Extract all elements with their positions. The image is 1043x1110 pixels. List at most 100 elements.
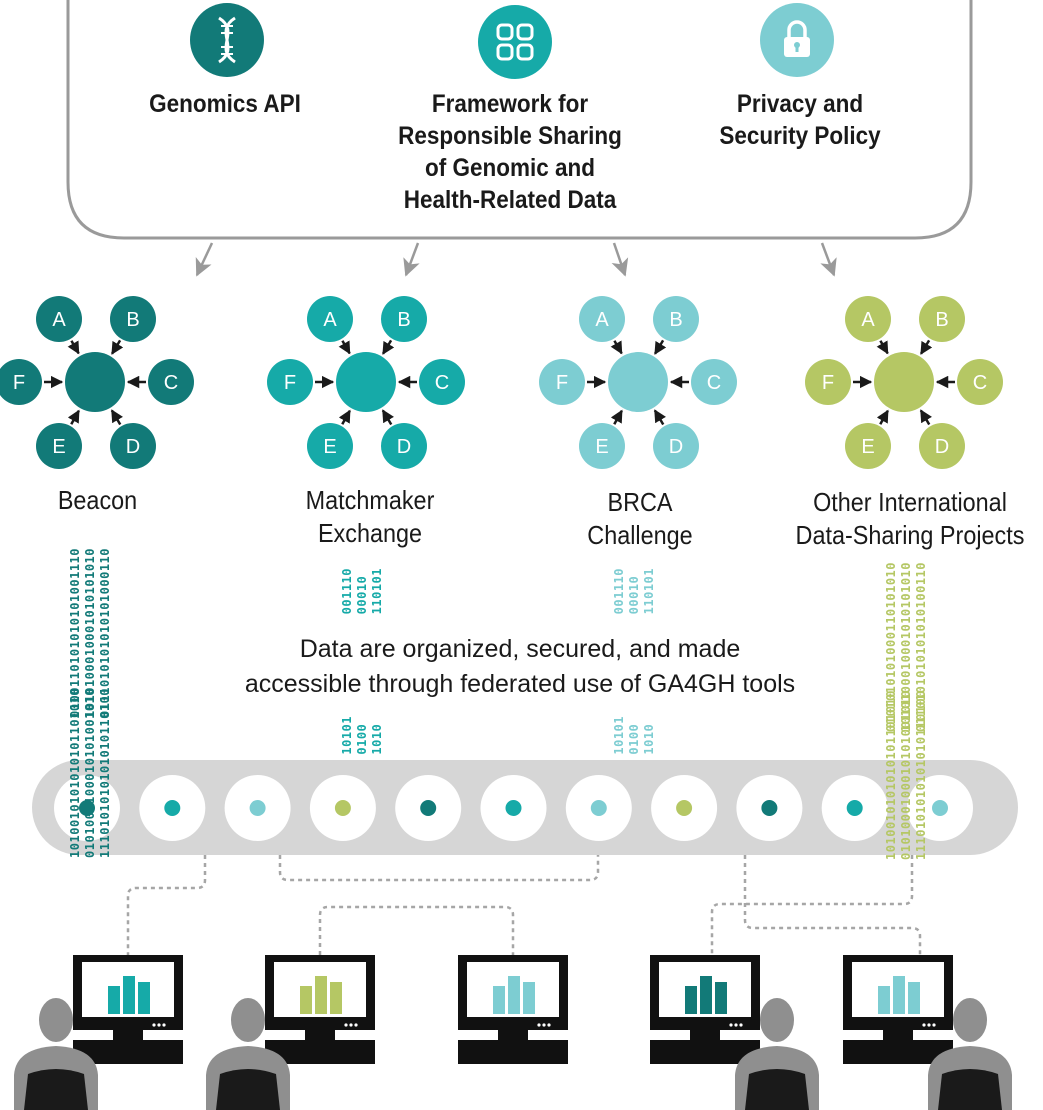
bar — [493, 986, 505, 1014]
edge-arrow — [67, 340, 80, 355]
arrow-to-project — [611, 242, 629, 277]
user-silhouette — [206, 998, 290, 1110]
site-node — [845, 296, 891, 342]
bar — [715, 982, 727, 1014]
workstation — [650, 955, 760, 1064]
bar — [138, 982, 150, 1014]
edge-arrow — [919, 339, 933, 355]
site-node — [36, 296, 82, 342]
monitor-neck — [305, 1030, 335, 1040]
site-node-label: A — [323, 309, 337, 331]
site-node-label: F — [556, 372, 568, 394]
site-node-label: B — [669, 309, 682, 331]
site-node-label: C — [707, 372, 721, 394]
site-node — [419, 359, 465, 405]
network-link — [710, 855, 914, 955]
user-silhouette — [735, 998, 819, 1110]
bar — [330, 982, 342, 1014]
site-node — [691, 359, 737, 405]
bar — [878, 986, 890, 1014]
arrow-to-project — [195, 242, 214, 277]
federation-node — [821, 775, 888, 841]
site-node-label: B — [126, 309, 139, 331]
federation-node — [565, 775, 632, 841]
project-network: A B C D E F — [539, 296, 737, 469]
bar — [893, 976, 905, 1014]
site-node — [110, 423, 156, 469]
site-node — [919, 296, 965, 342]
network-link — [743, 855, 922, 955]
federation-node — [224, 775, 291, 841]
edge-arrow — [338, 409, 351, 425]
monitor-neck — [883, 1030, 913, 1040]
tool-label-genomics-api: Genomics API — [149, 90, 301, 118]
site-node — [653, 296, 699, 342]
site-node-label: C — [435, 372, 449, 394]
led — [932, 1023, 936, 1027]
site-node — [957, 359, 1003, 405]
site-node — [919, 423, 965, 469]
bar — [523, 982, 535, 1014]
tool-label-framework: Framework for Responsible Sharing of Gen… — [398, 90, 622, 214]
edge-arrow — [876, 340, 889, 355]
site-node — [845, 423, 891, 469]
lock-icon — [760, 3, 834, 77]
hub-node — [608, 352, 668, 412]
site-node-label: D — [935, 436, 949, 458]
site-node-label: A — [52, 309, 66, 331]
site-node-label: F — [284, 372, 296, 394]
site-node-label: D — [397, 436, 411, 458]
federation-node — [736, 775, 803, 841]
arrow-to-project — [403, 242, 420, 277]
network-link — [126, 855, 207, 955]
bar — [908, 982, 920, 1014]
edge-arrow — [67, 409, 80, 425]
site-node-label: B — [935, 309, 948, 331]
bar — [123, 976, 135, 1014]
edge-arrow — [110, 409, 123, 426]
led — [729, 1023, 733, 1027]
project-label-matchmaker: Matchmaker Exchange — [305, 485, 435, 548]
led — [542, 1023, 546, 1027]
site-node-label: F — [822, 372, 834, 394]
bar — [315, 976, 327, 1014]
dna-icon — [190, 3, 264, 77]
hub-node — [65, 352, 125, 412]
edge-arrow — [381, 409, 394, 426]
site-node — [805, 359, 851, 405]
site-node — [36, 423, 82, 469]
edge-arrow — [653, 409, 666, 426]
federation-node — [480, 775, 547, 841]
site-node — [381, 296, 427, 342]
bar — [700, 976, 712, 1014]
network-link — [318, 905, 515, 955]
federation-node — [309, 775, 376, 841]
workstation — [265, 955, 375, 1064]
site-node-label: E — [595, 436, 608, 458]
site-node-label: E — [861, 436, 874, 458]
federation-node — [907, 775, 973, 841]
federation-node — [54, 775, 120, 841]
project-label-brca: BRCA Challenge — [587, 487, 693, 550]
led — [922, 1023, 926, 1027]
led — [739, 1023, 743, 1027]
monitor-neck — [113, 1030, 143, 1040]
desk-base — [458, 1040, 568, 1064]
chair — [216, 1069, 280, 1110]
site-node-label: E — [52, 436, 65, 458]
workstation — [73, 955, 183, 1064]
tools-container-frame — [66, 0, 973, 240]
led — [157, 1023, 161, 1027]
site-node-label: A — [595, 309, 609, 331]
federation-node — [139, 775, 206, 841]
head — [760, 998, 794, 1042]
federation-node — [395, 775, 462, 841]
site-node-label: D — [669, 436, 683, 458]
